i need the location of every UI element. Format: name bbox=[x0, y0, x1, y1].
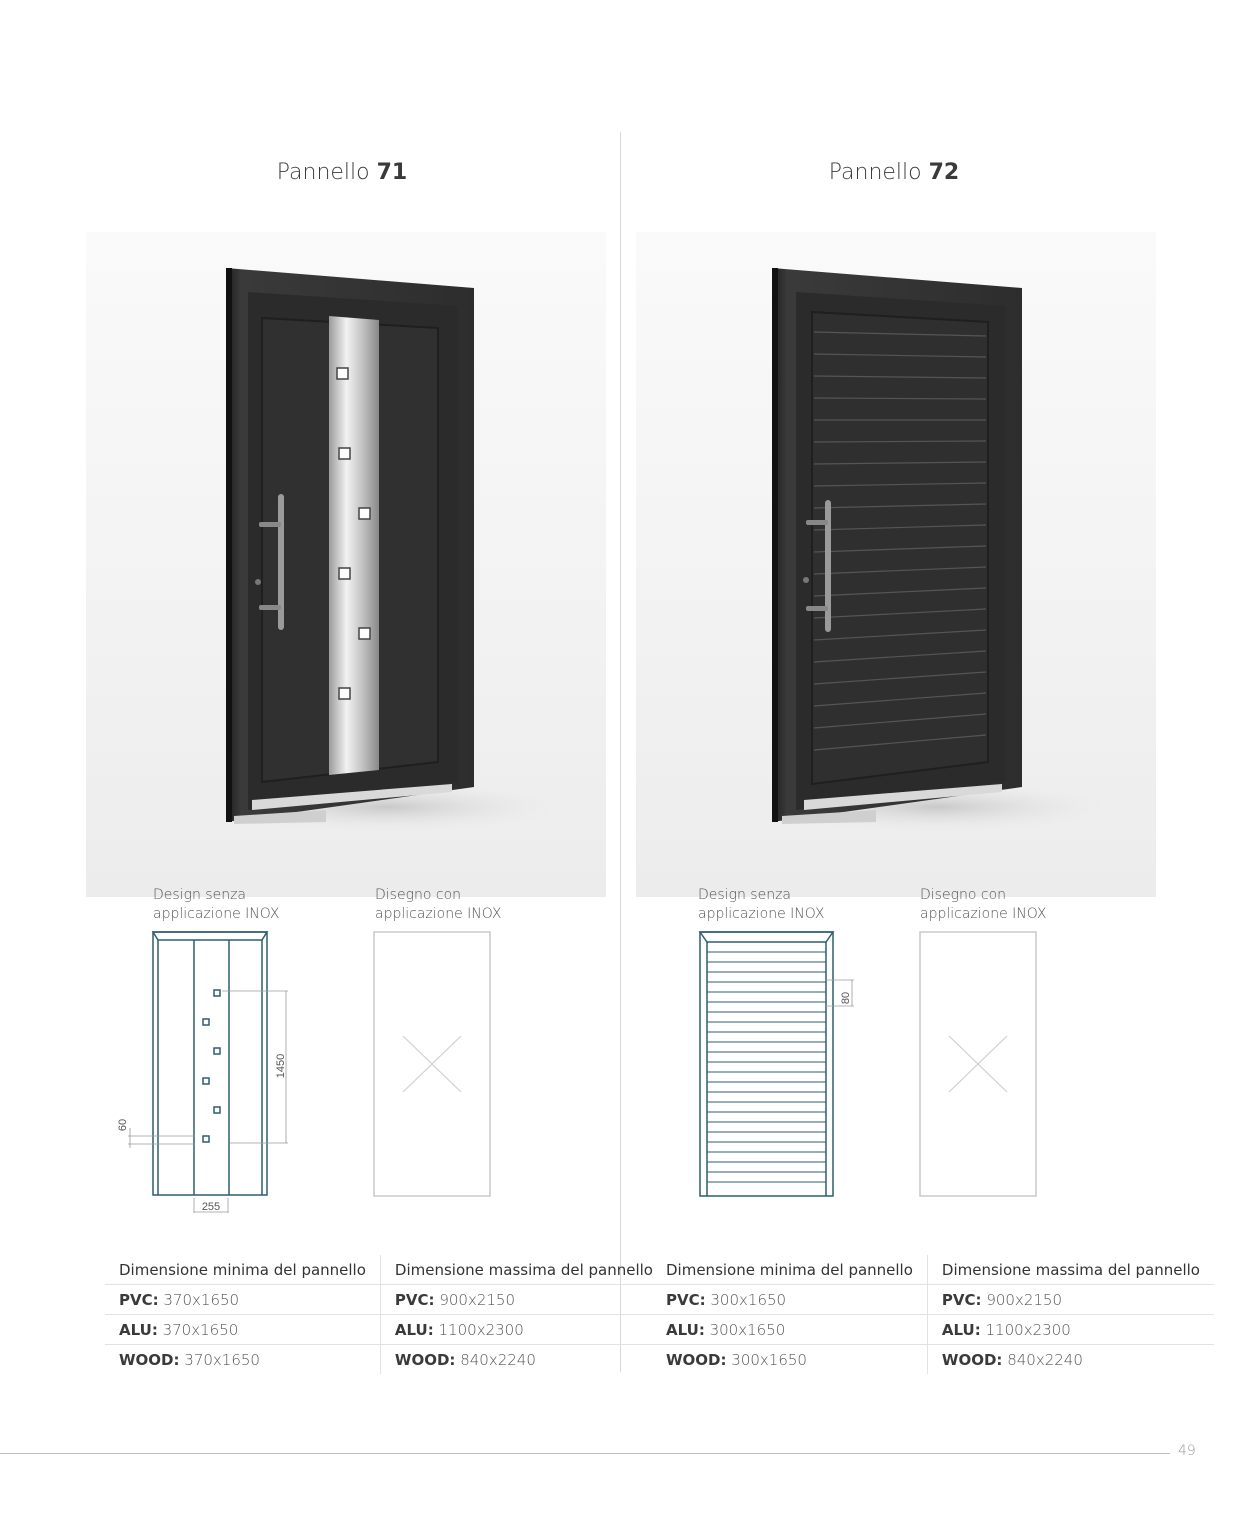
material-label: ALU: bbox=[666, 1320, 705, 1339]
dimension-value: 840x2240 bbox=[460, 1350, 536, 1369]
material-label: ALU: bbox=[941, 1320, 981, 1339]
material-label: WOOD: bbox=[394, 1350, 456, 1369]
material-label: PVC: bbox=[119, 1290, 159, 1309]
dimension-value: 300x1650 bbox=[731, 1350, 807, 1369]
material-label: PVC: bbox=[394, 1290, 435, 1309]
caption-line: applicazione INOX bbox=[698, 906, 825, 922]
technical-drawing-with-inox-placeholder bbox=[373, 931, 491, 1197]
panel-dimensions-table: Dimensione minima del pannello Dimension… bbox=[105, 1255, 667, 1374]
caption-line: Design senza bbox=[153, 887, 247, 903]
dimension-value: 900x2150 bbox=[439, 1290, 515, 1309]
page-number: 49 bbox=[1178, 1443, 1196, 1459]
material-label: ALU: bbox=[119, 1320, 158, 1339]
material-label: WOOD: bbox=[119, 1350, 180, 1369]
caption-with-inox: Disegno con applicazione INOX bbox=[375, 886, 501, 924]
column-divider bbox=[620, 132, 621, 1372]
dimension-value: 1100x2300 bbox=[985, 1320, 1071, 1339]
material-label: PVC: bbox=[666, 1290, 706, 1309]
dimension-value: 370x1650 bbox=[162, 1320, 239, 1339]
table-row: ALU: 370x1650 ALU: 1100x2300 bbox=[105, 1314, 667, 1345]
panel-71: Pannello 71 bbox=[62, 0, 667, 1400]
caption-without-inox: Design senza applicazione INOX bbox=[153, 886, 279, 924]
caption-line: Disegno con bbox=[375, 887, 462, 903]
table-header-row: Dimensione minima del pannello Dimension… bbox=[105, 1255, 667, 1285]
header-min-dimension: Dimensione minima del pannello bbox=[105, 1255, 381, 1285]
door-illustration bbox=[186, 268, 586, 835]
dimension-value: 300x1650 bbox=[709, 1320, 786, 1339]
dimension-value: 300x1650 bbox=[710, 1290, 787, 1309]
caption-without-inox: Design senza applicazione INOX bbox=[698, 886, 824, 924]
technical-drawing-without-inox: 80 bbox=[698, 931, 854, 1197]
panel-dimensions-table: Dimensione minima del pannello Dimension… bbox=[652, 1255, 1214, 1374]
caption-line: applicazione INOX bbox=[920, 906, 1047, 922]
table-row: ALU: 300x1650 ALU: 1100x2300 bbox=[652, 1314, 1214, 1345]
dimension-label-80: 80 bbox=[840, 992, 852, 1004]
material-label: ALU: bbox=[394, 1320, 434, 1339]
table-row: PVC: 300x1650 PVC: 900x2150 bbox=[652, 1284, 1214, 1315]
dimension-label-255: 255 bbox=[202, 1201, 220, 1213]
panel-title-number: 72 bbox=[928, 160, 960, 185]
dimension-value: 370x1650 bbox=[163, 1290, 240, 1309]
dimension-value: 1100x2300 bbox=[438, 1320, 524, 1339]
panel-72: Pannello 72 bbox=[614, 0, 1214, 1400]
technical-drawing-without-inox: 1450 60 255 bbox=[117, 931, 288, 1213]
caption-line: applicazione INOX bbox=[153, 906, 280, 922]
panel-title-prefix: Pannello bbox=[828, 160, 922, 185]
header-max-dimension: Dimensione massima del pannello bbox=[380, 1255, 667, 1285]
caption-line: Design senza bbox=[698, 887, 792, 903]
door-illustration bbox=[736, 268, 1136, 835]
material-label: PVC: bbox=[941, 1290, 982, 1309]
panel-title: Pannello 71 bbox=[62, 160, 622, 185]
caption-line: Disegno con bbox=[920, 887, 1007, 903]
header-max-dimension: Dimensione massima del pannello bbox=[927, 1255, 1214, 1285]
technical-drawing-with-inox-placeholder bbox=[919, 931, 1037, 1197]
dimension-value: 900x2150 bbox=[986, 1290, 1062, 1309]
table-header-row: Dimensione minima del pannello Dimension… bbox=[652, 1255, 1214, 1285]
door-photo bbox=[86, 232, 606, 897]
caption-with-inox: Disegno con applicazione INOX bbox=[920, 886, 1046, 924]
table-row: WOOD: 300x1650 WOOD: 840x2240 bbox=[652, 1344, 1214, 1374]
footer-rule bbox=[0, 1453, 1170, 1454]
panel-title-prefix: Pannello bbox=[276, 160, 370, 185]
dimension-value: 840x2240 bbox=[1007, 1350, 1083, 1369]
door-photo bbox=[636, 232, 1156, 897]
panel-title: Pannello 72 bbox=[614, 160, 1174, 185]
caption-line: applicazione INOX bbox=[375, 906, 502, 922]
dimension-label-1450: 1450 bbox=[275, 1054, 287, 1078]
header-min-dimension: Dimensione minima del pannello bbox=[652, 1255, 928, 1285]
panel-title-number: 71 bbox=[376, 160, 408, 185]
material-label: WOOD: bbox=[666, 1350, 727, 1369]
dimension-label-60: 60 bbox=[117, 1119, 129, 1131]
table-row: WOOD: 370x1650 WOOD: 840x2240 bbox=[105, 1344, 667, 1374]
material-label: WOOD: bbox=[941, 1350, 1003, 1369]
dimension-value: 370x1650 bbox=[184, 1350, 260, 1369]
table-row: PVC: 370x1650 PVC: 900x2150 bbox=[105, 1284, 667, 1315]
